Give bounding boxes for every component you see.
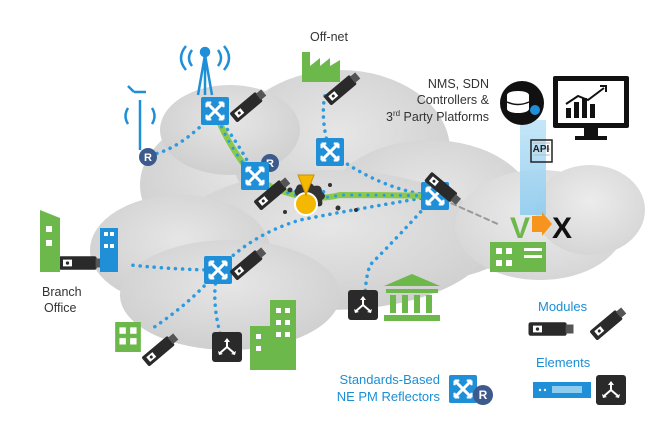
bank-building-icon (384, 274, 440, 321)
module-icon (589, 305, 628, 341)
building-icon (115, 322, 141, 352)
modules-legend-label: Modules (538, 299, 588, 314)
offnet-label: Off-net (310, 30, 348, 44)
network-element-icon (348, 290, 378, 320)
network-cloud (90, 70, 535, 350)
reflectors-label-line2: NE PM Reflectors (336, 389, 440, 404)
branch-label-line2: Office (44, 301, 77, 315)
svg-text:R: R (479, 388, 488, 402)
network-element-icon (596, 375, 626, 405)
reflector-switch-icon (449, 375, 477, 403)
svg-text:R: R (144, 152, 152, 164)
elements-legend-label: Elements (536, 355, 591, 370)
svg-text:API: API (533, 144, 550, 155)
fault-indicator (283, 174, 358, 216)
server-building-icon (490, 242, 546, 272)
network-element-icon (212, 332, 242, 362)
branch-label-line1: Branch (42, 285, 82, 299)
api-icon: API (530, 139, 553, 163)
wireless-pole-icon (124, 85, 156, 150)
reflector-badge: R (139, 148, 157, 166)
svg-text:R: R (266, 158, 274, 170)
monitor-chart-icon (553, 76, 629, 140)
vcx-logo: V X (510, 212, 572, 245)
nms-label-line1: NMS, SDN (427, 77, 489, 91)
switch-icon (241, 162, 269, 190)
factory-icon (302, 52, 340, 82)
reflectors-label-line1: Standards-Based (339, 372, 440, 387)
database-gear-icon (500, 81, 544, 125)
nms-label-line3: 3rd Party Platforms (386, 108, 489, 124)
svg-text:X: X (552, 212, 572, 245)
api-beam (520, 120, 546, 215)
branch-building-icon (40, 210, 118, 272)
cell-tower-icon (179, 45, 231, 96)
switch-icon (201, 97, 229, 125)
nms-label-line2: Controllers & (416, 93, 489, 107)
reflector-badge: R (473, 385, 493, 405)
module-icon (528, 322, 574, 336)
svg-text:V: V (510, 212, 530, 245)
switch-icon (316, 138, 344, 166)
switch-icon (204, 256, 232, 284)
office-tower-icon (250, 300, 296, 370)
rack-element-icon (533, 382, 591, 398)
